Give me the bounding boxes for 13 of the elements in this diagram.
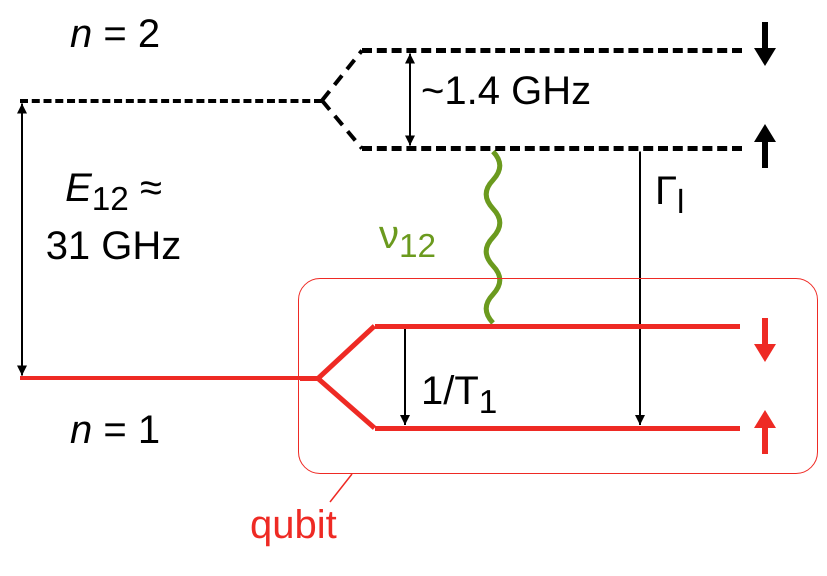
level-label: n = 2 bbox=[70, 12, 160, 56]
connector-line bbox=[320, 49, 364, 102]
level-label: n = 1 bbox=[70, 408, 160, 452]
leader-line bbox=[329, 474, 353, 502]
arrow bbox=[17, 104, 27, 376]
arrow bbox=[400, 329, 410, 425]
qubit-label: qubit bbox=[250, 500, 370, 550]
energy-level bbox=[362, 146, 742, 151]
arrow bbox=[405, 54, 415, 146]
energy-level bbox=[374, 324, 740, 328]
energy-level bbox=[362, 48, 742, 53]
arrow bbox=[635, 152, 645, 425]
connector-line bbox=[320, 99, 364, 150]
